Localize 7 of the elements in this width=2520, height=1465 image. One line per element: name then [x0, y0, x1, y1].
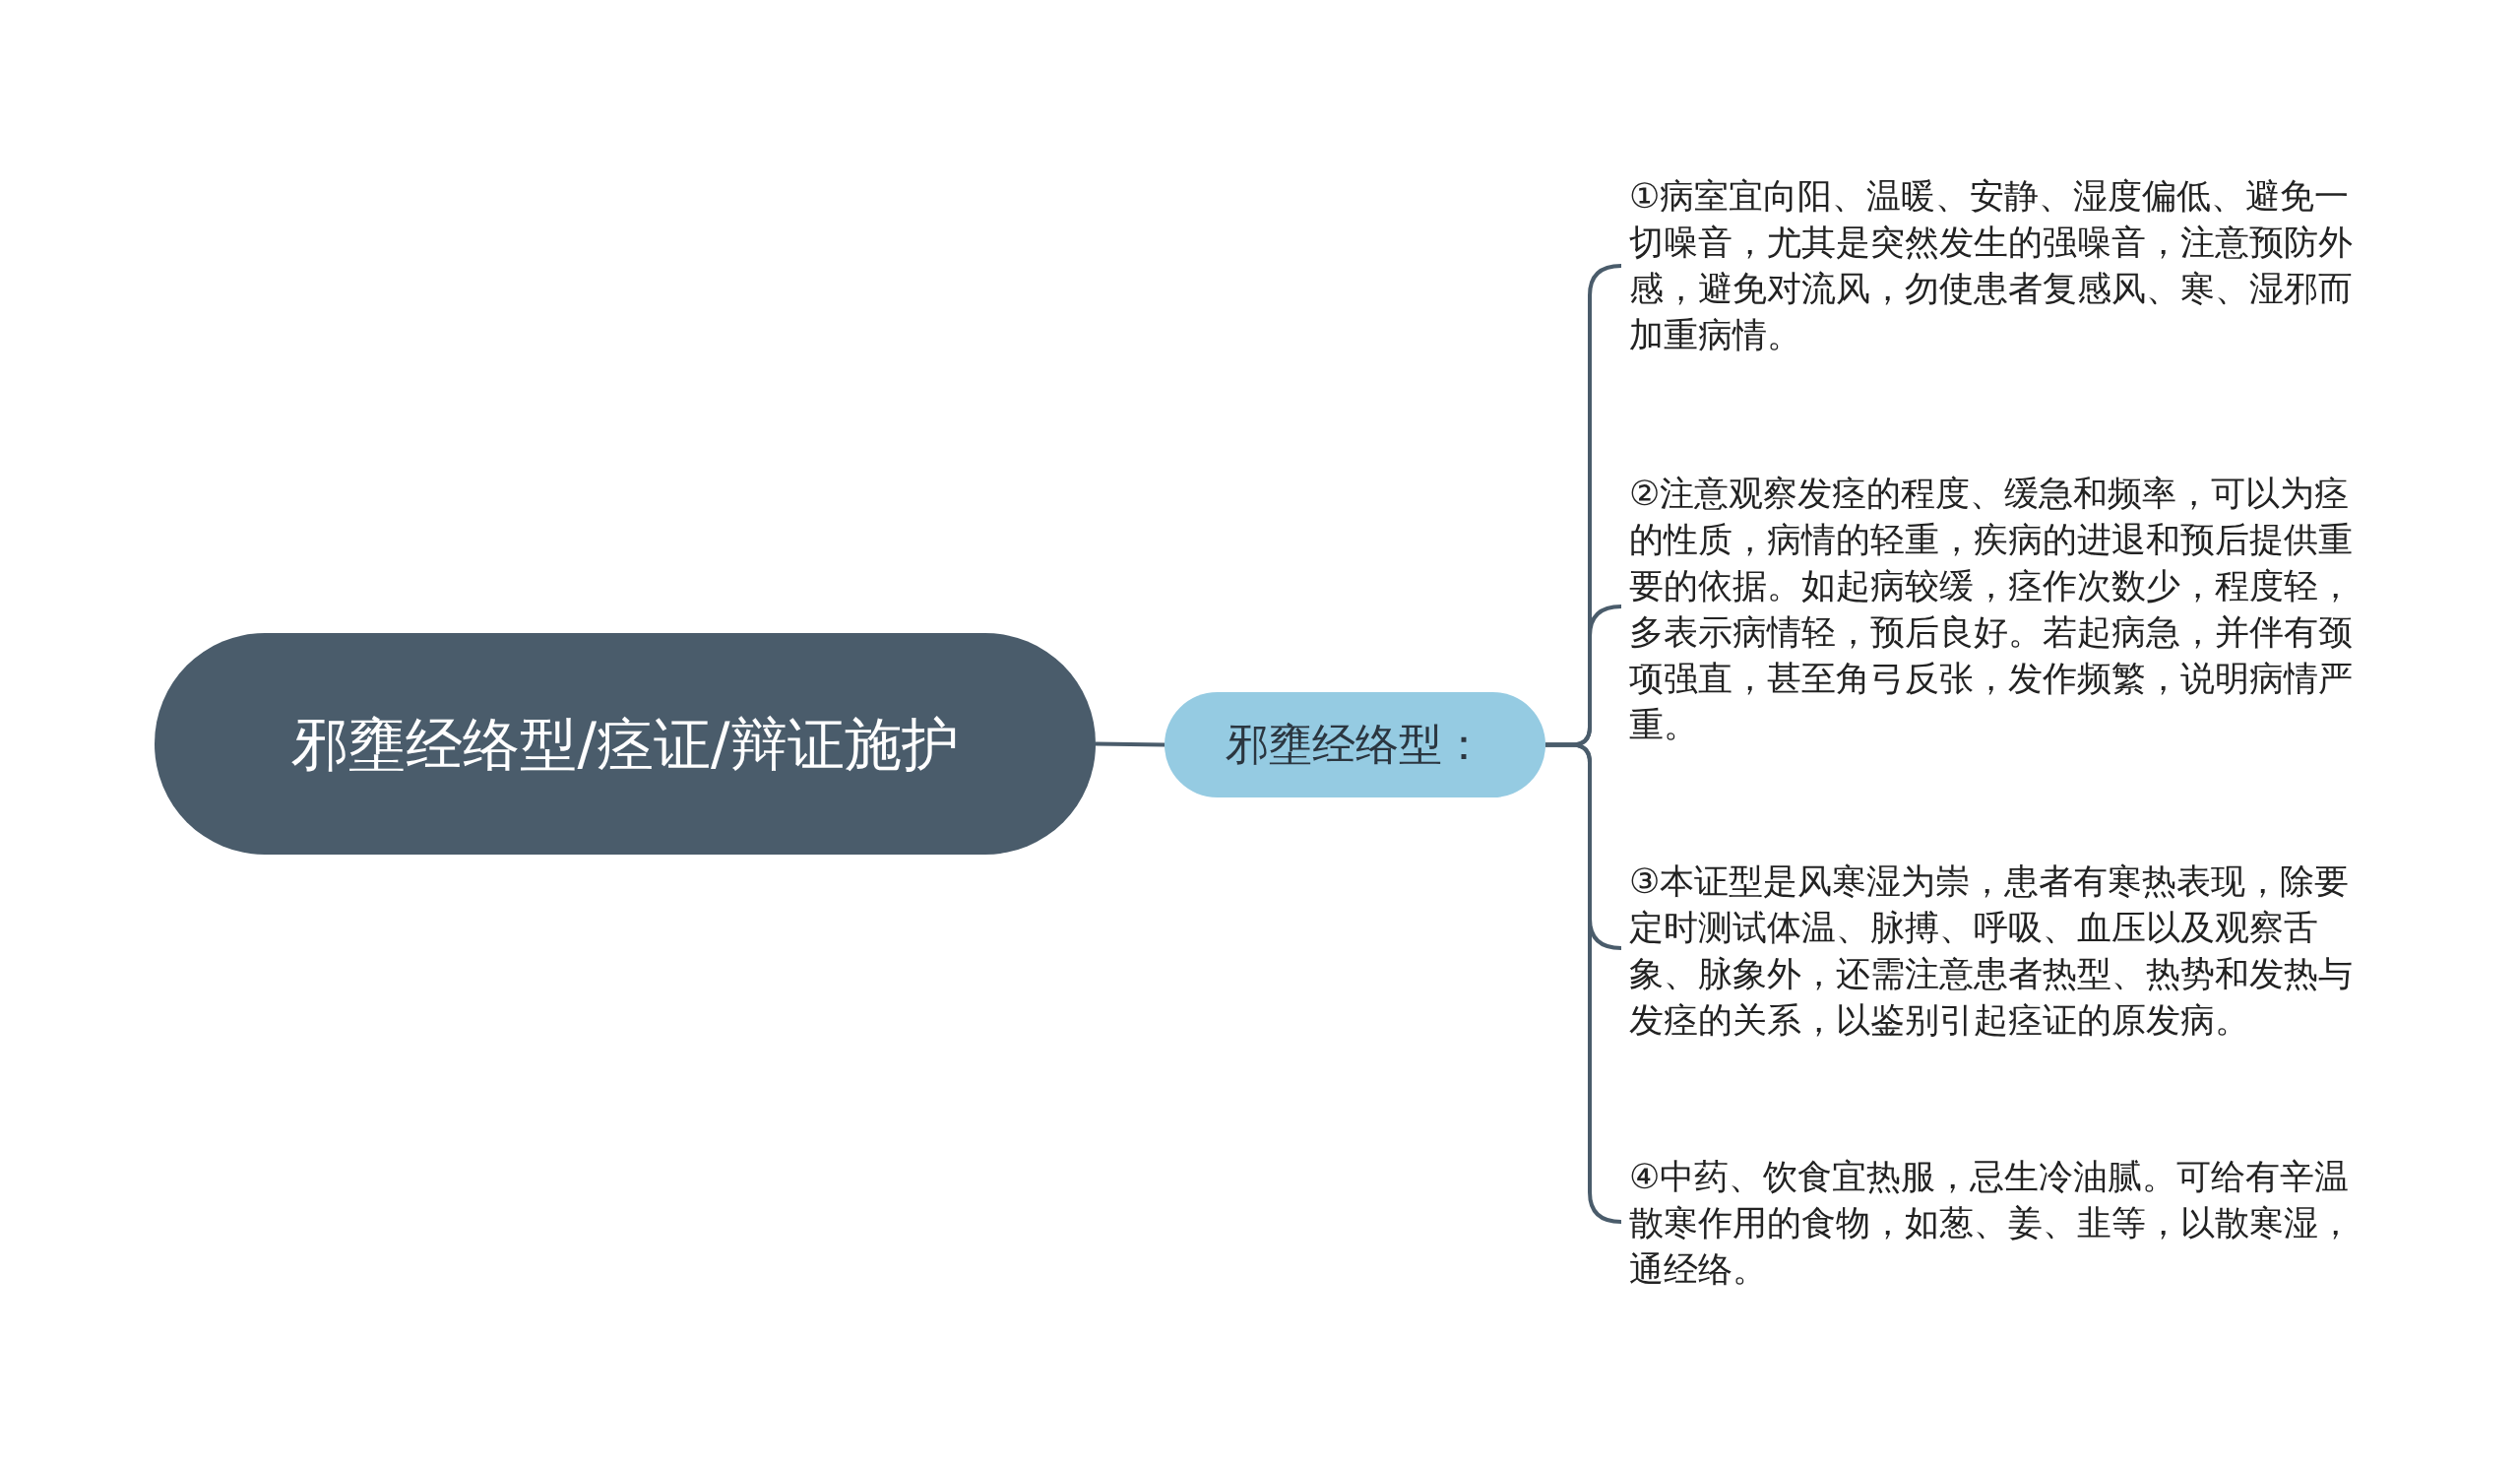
- connector-line: [1095, 741, 1166, 747]
- subtopic-box: 邪壅经络型：: [1165, 692, 1545, 797]
- note-text: ①病室宜向阳、温暖、安静、湿度偏低、避免一切噪音，尤其是突然发生的强噪音，注意预防外感，避免对流风，勿使患者复感风、寒、湿邪而加重病情。: [1629, 173, 2367, 358]
- note-text: ③本证型是风寒湿为崇，患者有寒热表现，除要定时测试体温、脉搏、呼吸、血压以及观察舌象、脉象外，还需注意患者热型、热势和发热与发痉的关系，以鉴别引起痉证的原发病。: [1629, 859, 2367, 1044]
- topic-box: 邪壅经络型/痉证/辩证施护: [155, 633, 1096, 855]
- note-text: ②注意观察发痉的程度、缓急和频率，可以为痉的性质，病情的轻重，疾病的进退和预后提供重要的依据。如起病较缓，痉作次数少，程度轻，多表示病情轻，预后良好。若起病急，并伴有颈项强直，甚至角弓反张，发作频繁，说明病情严重。: [1629, 471, 2367, 748]
- note-text: ④中药、饮食宜热服，忌生冷油腻。可给有辛温散寒作用的食物，如葱、姜、韭等，以散寒湿，通经络。: [1629, 1154, 2367, 1293]
